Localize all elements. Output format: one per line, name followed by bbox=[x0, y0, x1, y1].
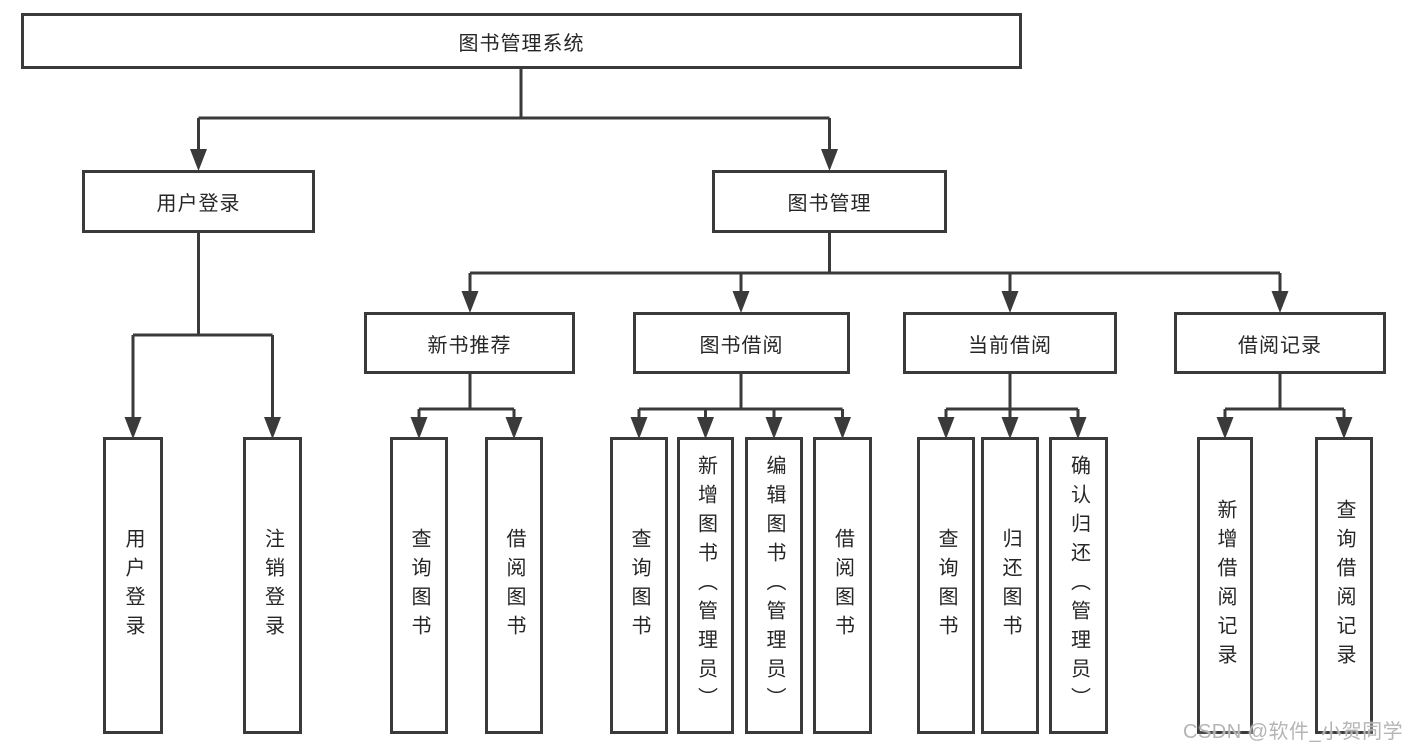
leaf-confirm-return-admin-label: 确认归还（管理员） bbox=[1067, 455, 1090, 716]
leaf-query-borrow-record: 查询借阅记录 bbox=[1315, 437, 1373, 734]
leaf-borrow-books-recommend: 借阅图书 bbox=[485, 437, 543, 734]
leaf-query-books-borrowing: 查询图书 bbox=[610, 437, 668, 734]
node-user-login: 用户登录 bbox=[82, 170, 315, 233]
leaf-add-books-admin-label: 新增图书（管理员） bbox=[694, 455, 717, 716]
leaf-return-books-label: 归还图书 bbox=[999, 527, 1021, 644]
watermark: CSDN @软件_小贺同学 bbox=[1183, 721, 1404, 743]
leaf-query-books-current: 查询图书 bbox=[917, 437, 975, 734]
leaf-add-borrow-record: 新增借阅记录 bbox=[1197, 437, 1253, 734]
leaf-add-borrow-record-label: 新增借阅记录 bbox=[1214, 498, 1236, 673]
leaf-add-books-admin: 新增图书（管理员） bbox=[677, 437, 734, 734]
leaf-confirm-return-admin: 确认归还（管理员） bbox=[1049, 437, 1108, 734]
node-borrowing-records-label: 借阅记录 bbox=[1238, 334, 1322, 357]
node-new-book-recommendation-label: 新书推荐 bbox=[427, 334, 512, 357]
leaf-logout-login-label: 注销登录 bbox=[261, 527, 284, 644]
leaf-borrow-books-borrowing-label: 借阅图书 bbox=[831, 527, 854, 644]
leaf-user-login-label: 用户登录 bbox=[122, 527, 144, 644]
node-library-system: 图书管理系统 bbox=[21, 13, 1022, 69]
leaf-borrow-books-recommend-label: 借阅图书 bbox=[503, 527, 525, 644]
node-book-management-label: 图书管理 bbox=[787, 193, 872, 215]
leaf-query-books-current-label: 查询图书 bbox=[935, 527, 957, 644]
node-user-login-label: 用户登录 bbox=[156, 193, 241, 215]
leaf-query-borrow-record-label: 查询借阅记录 bbox=[1333, 498, 1355, 673]
node-borrowing-records: 借阅记录 bbox=[1174, 312, 1386, 374]
leaf-query-books-recommend: 查询图书 bbox=[390, 437, 448, 734]
node-current-borrowing: 当前借阅 bbox=[903, 312, 1117, 374]
node-book-borrowing: 图书借阅 bbox=[633, 312, 850, 374]
leaf-edit-books-admin: 编辑图书（管理员） bbox=[745, 437, 803, 734]
leaf-borrow-books-borrowing: 借阅图书 bbox=[813, 437, 872, 734]
leaf-query-books-borrowing-label: 查询图书 bbox=[628, 527, 650, 644]
node-library-system-label: 图书管理系统 bbox=[458, 32, 585, 55]
node-current-borrowing-label: 当前借阅 bbox=[968, 334, 1052, 357]
node-new-book-recommendation: 新书推荐 bbox=[364, 312, 575, 374]
leaf-edit-books-admin-label: 编辑图书（管理员） bbox=[763, 455, 785, 716]
leaf-query-books-recommend-label: 查询图书 bbox=[408, 527, 430, 644]
leaf-user-login: 用户登录 bbox=[103, 437, 163, 734]
leaf-return-books: 归还图书 bbox=[981, 437, 1039, 734]
leaf-logout-login: 注销登录 bbox=[243, 437, 302, 734]
arrowheads bbox=[124, 149, 1353, 439]
node-book-borrowing-label: 图书借阅 bbox=[699, 334, 784, 357]
node-book-management: 图书管理 bbox=[712, 170, 947, 233]
